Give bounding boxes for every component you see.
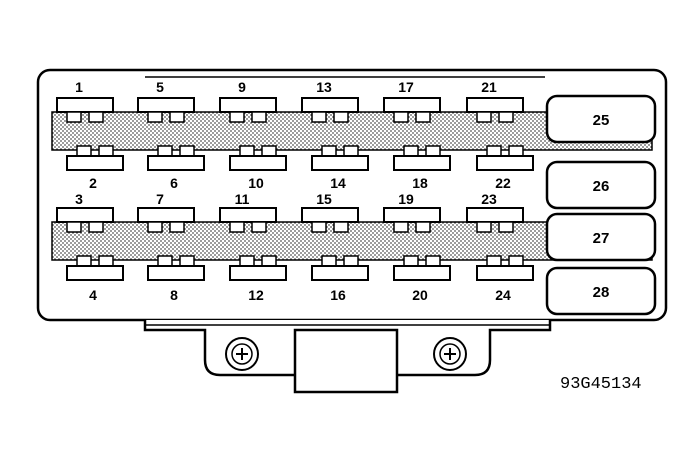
fuse-number: 20 [412,287,428,303]
fuse-slot[interactable]: 14 [311,145,369,191]
fuse-number: 9 [238,79,246,95]
fuse-number: 3 [75,191,83,207]
fuse-number: 6 [170,175,178,191]
fuse-slot[interactable]: 9 [219,79,277,123]
fuse-number: 1 [75,79,83,95]
fuse-slot[interactable]: 16 [311,255,369,303]
fuse-slot[interactable]: 4 [66,255,124,303]
fuse-number: 2 [89,175,97,191]
fuse-slot[interactable]: 7 [137,191,195,233]
fuse-number: 19 [398,191,414,207]
fuse-slot[interactable]: 20 [393,255,451,303]
fuse-slot[interactable]: 3 [56,191,114,233]
fuse-number: 12 [248,287,264,303]
large-fuse[interactable]: 27 [545,212,657,262]
fuse-slot[interactable]: 22 [476,145,534,191]
fuse-number: 5 [156,79,164,95]
fuse-slot[interactable]: 23 [466,191,524,233]
fuse-slot[interactable]: 10 [229,145,287,191]
fuse-slot[interactable]: 1 [56,79,114,123]
fuse-slot[interactable]: 21 [466,79,524,123]
fuse-slot[interactable]: 24 [476,255,534,303]
fuse-number: 10 [248,175,264,191]
large-fuse[interactable]: 28 [545,266,657,316]
fuse-number: 22 [495,175,511,191]
fuse-slot[interactable]: 19 [383,191,441,233]
screw-icon [225,337,259,371]
fuse-slot[interactable]: 17 [383,79,441,123]
fuse-slot[interactable]: 2 [66,145,124,191]
fuse-number: 21 [481,79,497,95]
fuse-number: 8 [170,287,178,303]
fuse-slot[interactable]: 6 [147,145,205,191]
fuse-slot[interactable]: 15 [301,191,359,233]
fuse-slot[interactable]: 18 [393,145,451,191]
large-fuse-number: 27 [593,230,610,247]
fuse-number: 24 [495,287,511,303]
figure-id: 93G45134 [560,375,642,394]
fuse-slot[interactable]: 13 [301,79,359,123]
fuse-number: 16 [330,287,346,303]
screw-icon [433,337,467,371]
fuse-number: 4 [89,287,97,303]
fuse-number: 15 [316,191,332,207]
fuse-number: 23 [481,191,497,207]
large-fuse-number: 26 [593,178,610,195]
fuse-number: 13 [316,79,332,95]
large-fuse[interactable]: 25 [545,94,657,144]
mounting-bracket [143,320,552,394]
fuse-slot[interactable]: 11 [219,191,277,233]
fuse-slot[interactable]: 12 [229,255,287,303]
fuse-slot[interactable]: 5 [137,79,195,123]
center-tab [293,328,399,394]
fuse-number: 18 [412,175,428,191]
fuse-number: 14 [330,175,346,191]
large-fuse-number: 25 [593,112,610,129]
fuse-number: 17 [398,79,414,95]
fuse-slot[interactable]: 8 [147,255,205,303]
large-fuse[interactable]: 26 [545,160,657,210]
fuse-number: 7 [156,191,164,207]
fuse-number: 11 [235,191,250,207]
large-fuse-number: 28 [593,284,610,301]
